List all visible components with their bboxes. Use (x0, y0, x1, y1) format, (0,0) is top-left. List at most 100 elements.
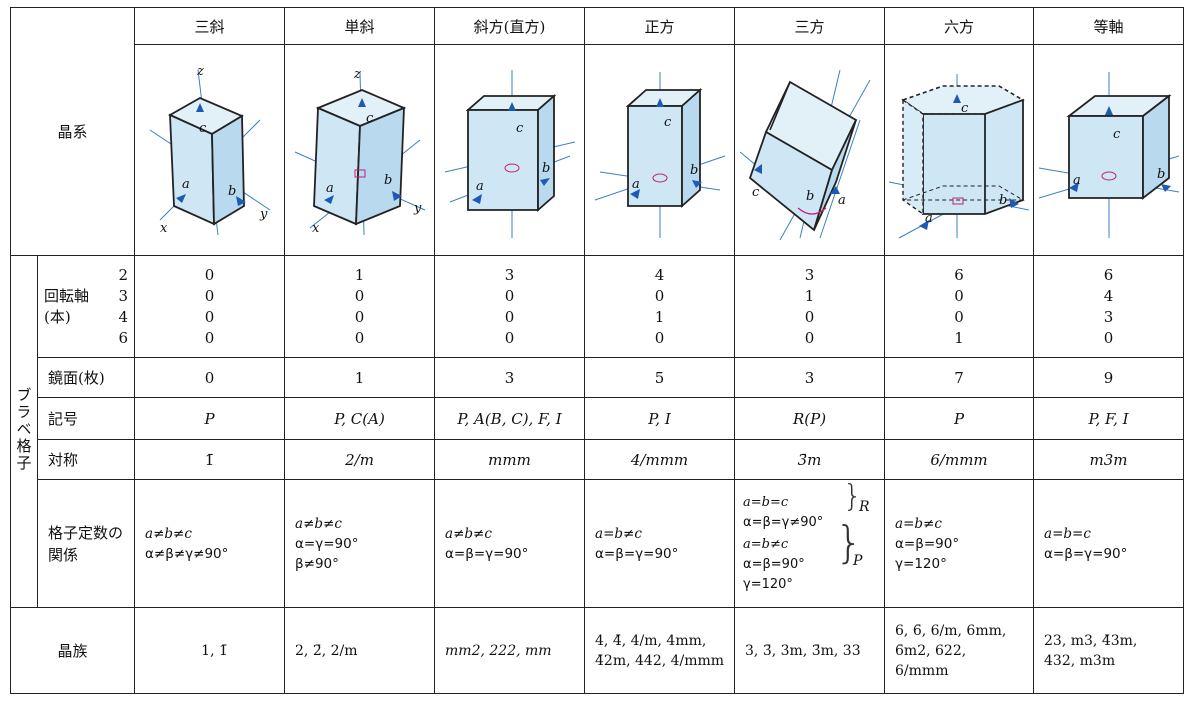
family-line: 6/mmm (895, 662, 949, 679)
axis-label-a: a (1073, 173, 1081, 188)
family-trigonal: 3, 3̄, 3m, 3̄m, 33 (734, 607, 886, 694)
axis-label-b: b (806, 189, 814, 204)
symmetry-row: 対称 1̄ 2/m mmm 4/mmm 3̄m 6/mmm m3m (11, 439, 1185, 480)
axis-order-4: 4 (118, 307, 129, 326)
relation-line: α=β=γ=90° (595, 545, 679, 562)
count-cell: 0 (504, 307, 515, 326)
triclinic-diagram: z c a b x y (134, 44, 286, 256)
count-cell: 6 (954, 265, 964, 284)
axis-label-c: c (752, 185, 760, 200)
axis-order-3: 3 (118, 286, 129, 305)
relation-line: γ=120° (743, 576, 793, 592)
relation-line: a≠b≠c (445, 525, 492, 542)
axis-label-c: c (199, 121, 207, 136)
relation-orthorhombic: a≠b≠c α=β=γ=90° (434, 479, 586, 608)
family-line: 6, 6̄, 6/m, 6mm, (895, 622, 1007, 639)
count-cell: 0 (354, 328, 365, 347)
brace-p: } (835, 516, 864, 568)
col-header-orthorhombic: 斜方(直方) (434, 7, 586, 45)
family-tetragonal: 4, 4̄, 4/m, 4mm, 4̄2m, 442, 4/mmm (584, 607, 736, 694)
count-cell: 6 (1103, 265, 1114, 284)
trigonal-diagram: c b a (734, 44, 886, 256)
axis-label-a: a (925, 211, 933, 226)
lattice-relation-label: 格子定数の関係 (36, 479, 136, 608)
count-cell: 0 (804, 307, 815, 326)
mirror-tetragonal: 5 (584, 357, 736, 398)
count-cell: 0 (204, 307, 215, 326)
axis-label-b: b (690, 163, 698, 178)
family-line: 432, m3m (1044, 652, 1116, 669)
axis-label-a: a (182, 177, 190, 192)
lattice-relation-row: 格子定数の関係 a≠b≠c α≠β≠γ≠90° a≠b≠c α=γ=90° β≠… (11, 479, 1185, 608)
axis-label-c: c (961, 101, 969, 116)
relation-line: α=β=90° (895, 535, 960, 552)
count-cell: 0 (504, 286, 515, 305)
relation-line: α=β=γ=90° (445, 545, 529, 562)
axis-label-y: y (259, 207, 268, 222)
bravais-label: ブラベ格子 (14, 387, 33, 472)
relation-line: a=b=c (1044, 525, 1091, 542)
axis-label-a: a (838, 193, 846, 208)
axis-label-b: b (1157, 167, 1165, 182)
trigonal-p-label: P (853, 552, 863, 569)
axis-label-b: b (542, 161, 550, 176)
family-line: 23, m3, 4̄3m, (1044, 632, 1138, 649)
axis-label-c: c (664, 115, 672, 130)
symmetry-label: 対称 (36, 439, 136, 480)
relation-trigonal: a=b=c α=β=γ≠90° } R a=b≠c α=β=90° γ=120°… (734, 479, 886, 608)
bravais-label-cell: ブラベ格子 (10, 255, 38, 608)
relation-line: a=b≠c (895, 515, 942, 532)
relation-line: α≠β≠γ≠90° (145, 545, 229, 562)
count-cell: 3 (1103, 307, 1114, 326)
col-header-hexagonal: 六方 (884, 7, 1035, 45)
col-header-monoclinic: 単斜 (284, 7, 436, 45)
relation-line: α=γ=90° (295, 535, 359, 552)
count-cell: 1 (804, 286, 815, 305)
axis-label-x: x (312, 221, 320, 236)
cubic-diagram: c a b (1033, 44, 1185, 256)
mirror-trigonal: 3 (734, 357, 886, 398)
axis-label-x: x (160, 221, 168, 236)
symbol-tetragonal: P, I (584, 397, 736, 440)
symbol-triclinic: P (134, 397, 286, 440)
count-cell: 0 (354, 286, 365, 305)
rotation-axis-label: 回転軸 (44, 286, 90, 305)
relation-line: α=β=γ≠90° (743, 514, 824, 530)
relation-triclinic: a≠b≠c α≠β≠γ≠90° (134, 479, 286, 608)
axis-label-a: a (632, 177, 640, 192)
family-monoclinic: 2, 2̄, 2/m (284, 607, 436, 694)
col-header-tetragonal: 正方 (584, 7, 736, 45)
family-line: 2, 2̄, 2/m (295, 642, 358, 659)
relation-hexagonal: a=b≠c α=β=90° γ=120° (884, 479, 1035, 608)
count-cell: 0 (954, 307, 964, 326)
axis-label-a: a (476, 179, 484, 194)
symmetry-trigonal: 3̄m (734, 439, 886, 480)
symbol-monoclinic: P, C(A) (284, 397, 436, 440)
count-cell: 4 (1103, 286, 1114, 305)
count-cell: 3 (504, 265, 515, 284)
mirror-row: 鏡面(枚) 0 1 3 5 3 7 9 (11, 357, 1185, 398)
tetragonal-diagram: c a b (584, 44, 736, 256)
orthorhombic-diagram: c a b (434, 44, 586, 256)
symbol-hexagonal: P (884, 397, 1035, 440)
symmetry-monoclinic: 2/m (284, 439, 436, 480)
relation-line: a≠b≠c (295, 515, 342, 532)
family-orthorhombic: mm2, 222, mm (434, 607, 586, 694)
count-cell: 1 (354, 265, 365, 284)
relation-line: α=β=90° (743, 556, 805, 572)
crystal-class-row: 晶族 1, 1̄ 2, 2̄, 2/m mm2, 222, mm 4, 4̄, … (9, 607, 1185, 694)
family-line: mm2, 222, mm (445, 642, 552, 659)
trigonal-r-label: R (859, 498, 870, 515)
relation-line: a=b=c (743, 494, 789, 510)
count-cell: 3 (804, 265, 815, 284)
crystal-system-label: 晶系 (57, 123, 88, 141)
axis-order-2: 2 (118, 265, 129, 284)
relation-line: β≠90° (295, 555, 339, 572)
axis-label-y: y (413, 201, 422, 216)
axis-label-z: z (196, 64, 204, 79)
symmetry-cubic: m3m (1033, 439, 1185, 480)
